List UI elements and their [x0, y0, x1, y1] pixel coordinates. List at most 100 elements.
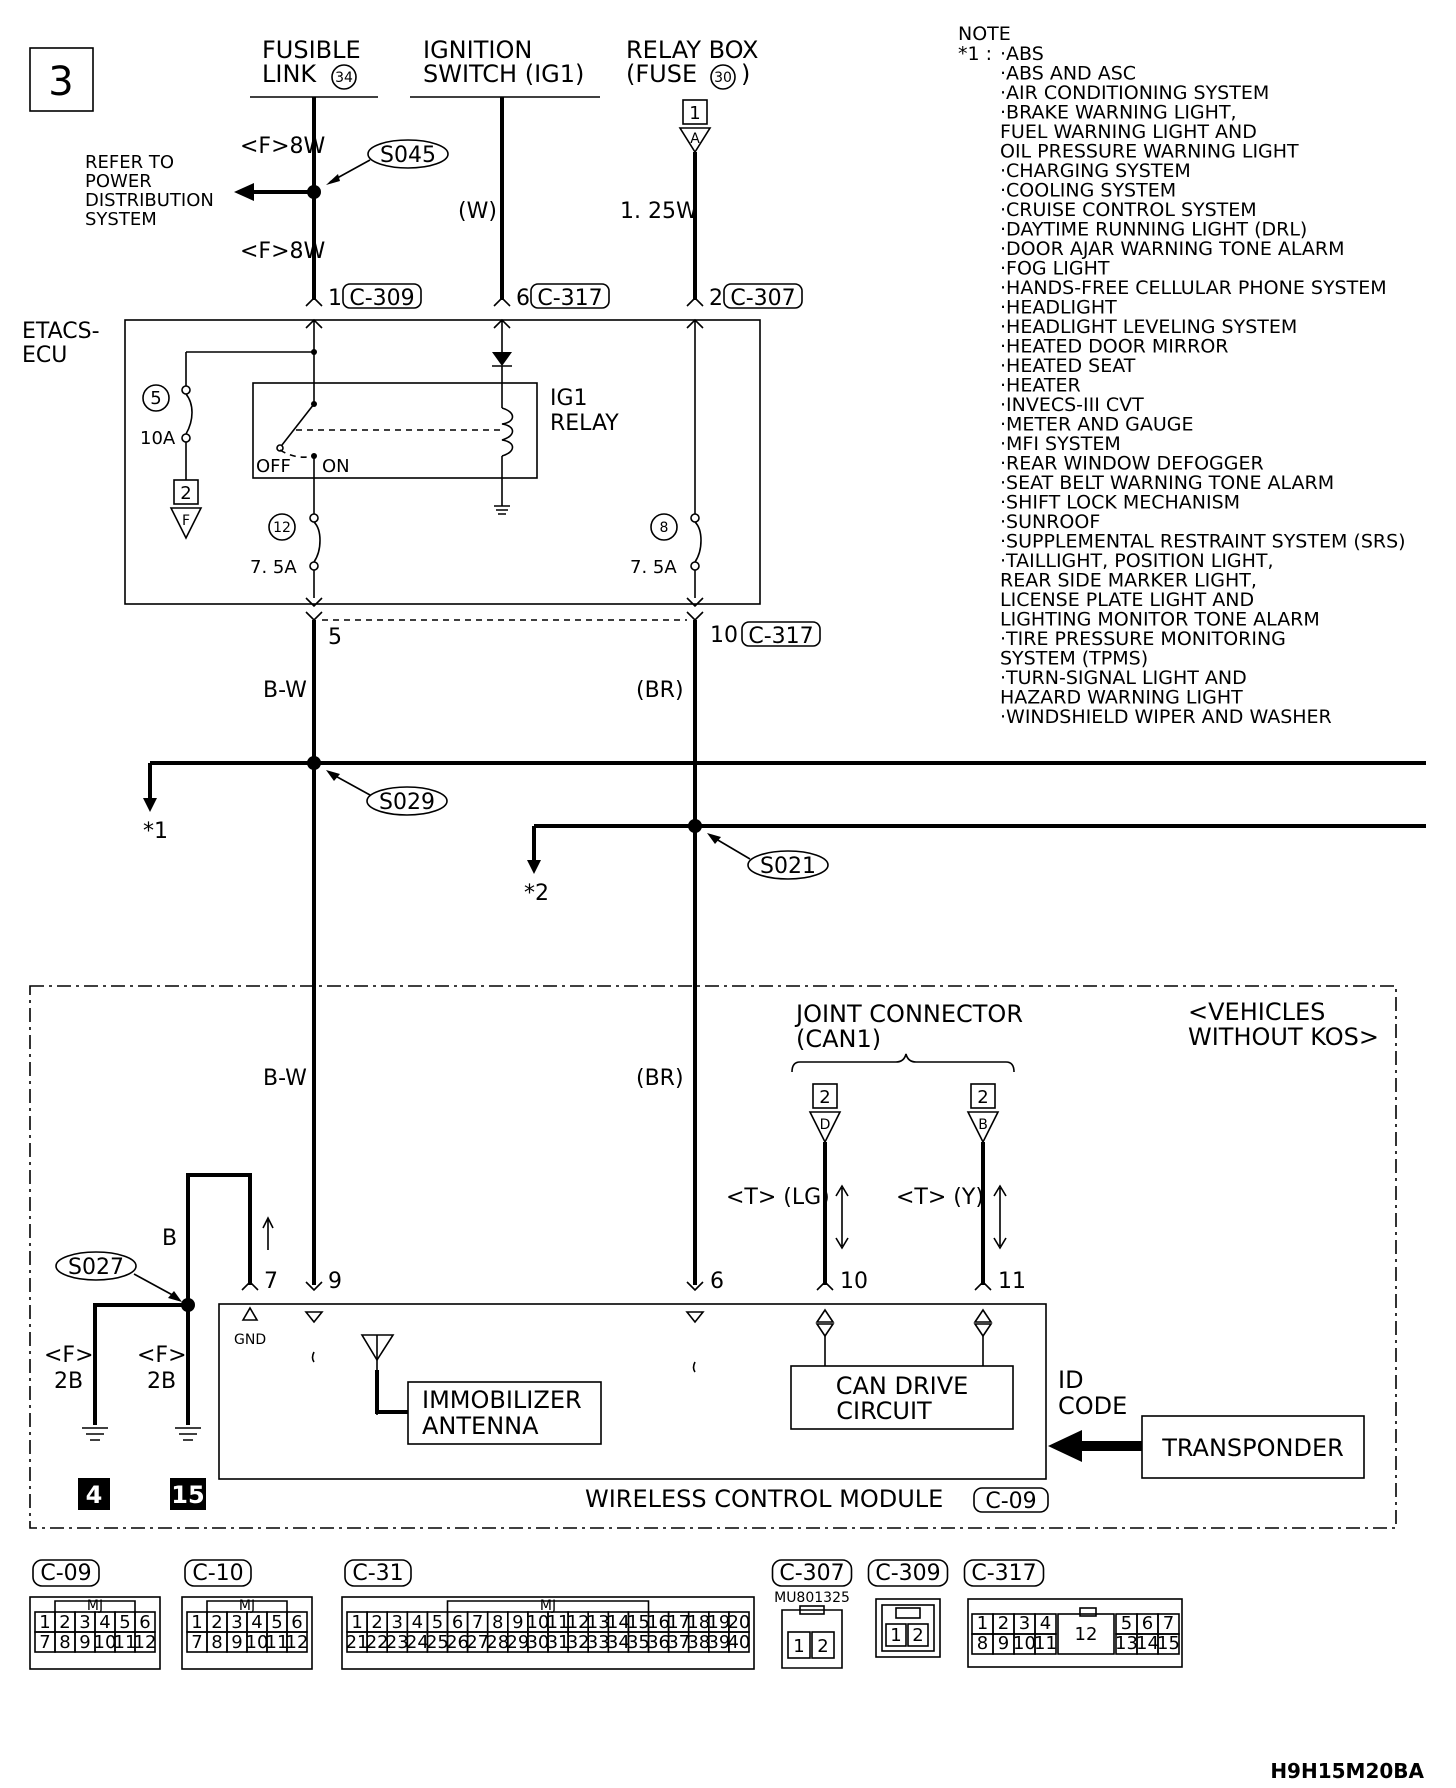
svg-text:S045: S045: [380, 143, 436, 168]
connector-pin: 20: [727, 1612, 750, 1633]
connector-pin: 12: [567, 1612, 590, 1633]
svg-text:30: 30: [714, 70, 732, 86]
etacs-pin-1: 1 C-309: [305, 283, 422, 311]
connector-pin: 13: [587, 1612, 610, 1633]
connector-pin: 36: [647, 1632, 670, 1653]
etacs-ecu-title: ETACS-: [22, 319, 100, 344]
etacs-pin-10: 10 C-317: [710, 621, 821, 649]
note-item: ·SUPPLEMENTAL RESTRAINT SYSTEM (SRS): [1000, 531, 1406, 553]
note-item: ·HANDS-FREE CELLULAR PHONE SYSTEM: [1000, 277, 1387, 299]
connector-pin: 7: [1163, 1613, 1174, 1634]
connector-pin: 2: [817, 1636, 828, 1657]
connector-pin: 1: [977, 1613, 988, 1634]
svg-text:S027: S027: [68, 1255, 124, 1280]
svg-text:ANTENNA: ANTENNA: [422, 1412, 539, 1440]
note-item: ·HEADLIGHT LEVELING SYSTEM: [1000, 316, 1297, 338]
connector-pin: 15: [1157, 1633, 1180, 1654]
note-item: ·SHIFT LOCK MECHANISM: [1000, 492, 1240, 514]
connector-pin: 2: [211, 1612, 222, 1633]
ground-15: 15: [170, 1478, 206, 1510]
note-item: ·DOOR AJAR WARNING TONE ALARM: [1000, 238, 1345, 260]
svg-text:7. 5A: 7. 5A: [250, 557, 297, 578]
connector-pin: 29: [506, 1632, 529, 1653]
connector-label: C-317: [971, 1561, 1036, 1586]
splice-s029: S029: [326, 770, 448, 816]
connector-pin: 1: [793, 1636, 804, 1657]
svg-text:7: 7: [264, 1269, 278, 1294]
note-item: ·FOG LIGHT: [1000, 258, 1110, 280]
svg-text:FUSIBLE: FUSIBLE: [262, 36, 361, 64]
svg-text:C-09: C-09: [985, 1489, 1036, 1514]
splice-s027: S027: [55, 1251, 182, 1302]
ref-star1: *1: [143, 819, 168, 844]
note-item: ·TAILLIGHT, POSITION LIGHT,: [1000, 550, 1274, 572]
wire-label-bw-lower: B-W: [263, 1066, 307, 1091]
fuse-8: 8 7. 5A: [630, 513, 702, 578]
connector-pin: 10: [246, 1632, 269, 1653]
connector-pin: 28: [486, 1632, 509, 1653]
connector-pin: 22: [366, 1632, 389, 1653]
connector-pin: 14: [1136, 1633, 1159, 1654]
connector-label: C-09: [40, 1561, 91, 1586]
svg-text:C-309: C-309: [349, 286, 414, 311]
note-item: ·COOLING SYSTEM: [1000, 180, 1176, 202]
wire-label-w: (W): [458, 199, 497, 224]
transponder: TRANSPONDER: [1141, 1415, 1365, 1479]
svg-text:6: 6: [710, 1269, 724, 1294]
connector-pin: 5: [119, 1612, 130, 1633]
page-number: 3: [48, 59, 73, 105]
svg-text:ID: ID: [1058, 1366, 1084, 1394]
immobilizer-antenna: IMMOBILIZER ANTENNA: [360, 1334, 602, 1445]
svg-text:<VEHICLES: <VEHICLES: [1188, 998, 1325, 1026]
connector-pin: 7: [472, 1612, 483, 1633]
svg-text:2: 2: [977, 1087, 988, 1108]
svg-text:2: 2: [180, 483, 191, 504]
connector-pin: 3: [231, 1612, 242, 1633]
note-item: ·TIRE PRESSURE MONITORING: [1000, 628, 1286, 650]
relay-box-source: RELAY BOX (FUSE 30 ): [626, 36, 758, 90]
splice-s021: S021: [707, 833, 829, 880]
wire-label-f8w-top: <F>8W: [240, 134, 326, 159]
note-item: REAR SIDE MARKER LIGHT,: [1000, 570, 1257, 592]
connector-pin: 11: [114, 1632, 137, 1653]
connector-pin: 31: [547, 1632, 570, 1653]
connector-pin: 12: [1075, 1624, 1098, 1645]
note-item: ·HEATED DOOR MIRROR: [1000, 336, 1228, 358]
svg-text:LINK: LINK: [262, 60, 317, 88]
connector-pin: 9: [998, 1633, 1009, 1654]
svg-text:2: 2: [819, 1087, 830, 1108]
connector-pin: 17: [667, 1612, 690, 1633]
note-block: NOTE *1 : ·ABS·ABS AND ASC·AIR CONDITION…: [958, 23, 1406, 728]
connector-pin: 5: [271, 1612, 282, 1633]
fuse-5: 5 10A: [140, 384, 193, 449]
connector-pin: 8: [211, 1632, 222, 1653]
fuse-12: 12 7. 5A: [250, 513, 321, 578]
connector-pin: 5: [1121, 1613, 1132, 1634]
note-item: ·ABS: [1000, 43, 1044, 65]
connector-pin: 26: [446, 1632, 469, 1653]
connector-pin: 9: [512, 1612, 523, 1633]
svg-text:RELAY BOX: RELAY BOX: [626, 36, 758, 64]
connector-label: C-307: [779, 1561, 844, 1586]
svg-text:WITHOUT KOS>: WITHOUT KOS>: [1188, 1023, 1379, 1051]
svg-text:A: A: [690, 131, 700, 147]
svg-text:POWER: POWER: [85, 171, 152, 192]
connector-pin: 7: [191, 1632, 202, 1653]
connector-a: 1 A: [678, 99, 712, 154]
connector-pin: 16: [647, 1612, 670, 1633]
svg-text:34: 34: [335, 70, 353, 86]
svg-text:B: B: [978, 1117, 988, 1133]
svg-text:2B: 2B: [147, 1369, 176, 1394]
joint-connector-can1: JOINT CONNECTOR (CAN1): [791, 1000, 1023, 1073]
connector-pin: 40: [727, 1632, 750, 1653]
svg-text:NOTE: NOTE: [958, 23, 1011, 45]
connector-pin: 8: [492, 1612, 503, 1633]
note-item: ·SEAT BELT WARNING TONE ALARM: [1000, 472, 1334, 494]
connector-pin: 10: [526, 1612, 549, 1633]
note-item: LICENSE PLATE LIGHT AND: [1000, 589, 1254, 611]
